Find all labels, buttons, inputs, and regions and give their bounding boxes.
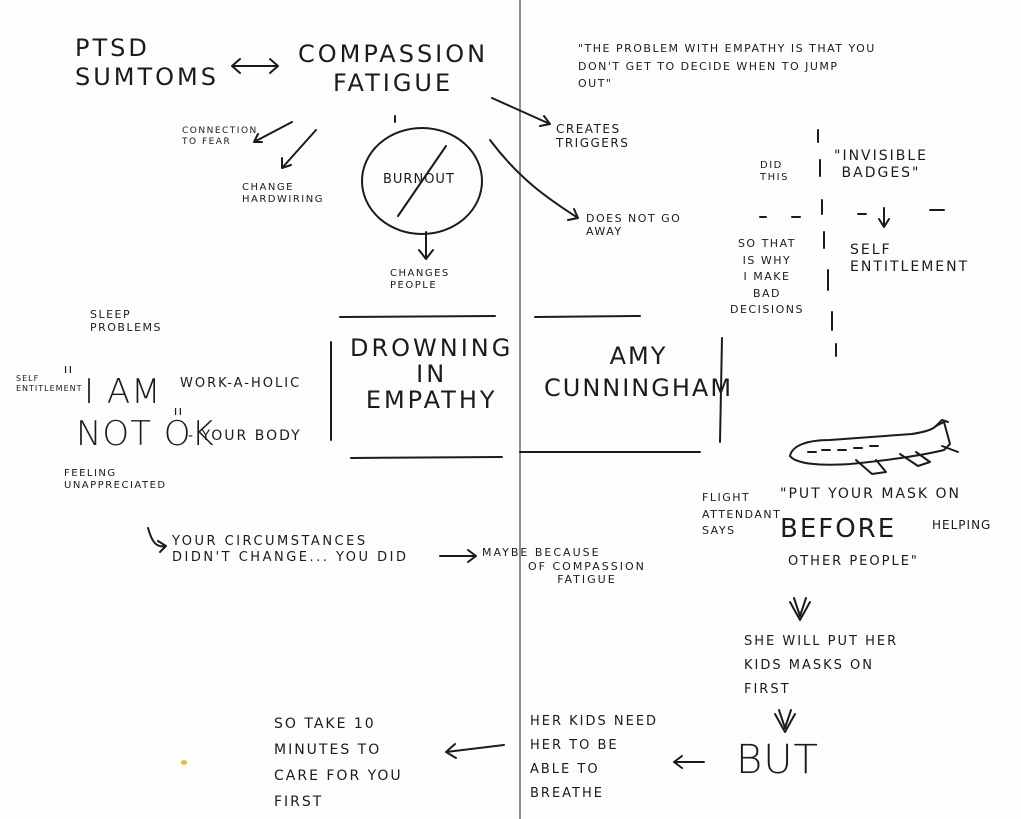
double-arrow-icon	[231, 58, 279, 74]
work-a-holic-label: WORK-A-HOLIC	[180, 376, 302, 391]
does-not-go-away-label: DOES NOT GO AWAY	[586, 212, 682, 239]
self-entitlement-left-label: SELF ENTITLEMENT	[16, 374, 83, 393]
her-kids-label: HER KIDS NEED HER TO BE ABLE TO BREATHE	[530, 714, 659, 802]
quote-close-mark: "	[172, 404, 185, 434]
other-people-label: OTHER PEOPLE"	[788, 554, 919, 569]
feeling-unappreciated-label: FEELING UNAPPRECIATED	[64, 468, 167, 491]
flight-attendant-label: FLIGHT ATTENDANT SAYS	[702, 491, 782, 537]
title-box-bottom-line	[350, 451, 701, 459]
arrow-so-take-icon	[445, 743, 505, 759]
sleep-problems-label: SLEEP PROBLEMS	[90, 308, 163, 335]
before-label: BEFORE	[780, 514, 897, 544]
drowning-in-empathy-title: DROWNING IN EMPATHY	[350, 334, 514, 414]
author-name: AMY CUNNINGHAM	[544, 342, 734, 403]
arrow-maybe-because-icon	[439, 549, 477, 563]
helping-label: HELPING	[932, 518, 992, 532]
but-label: BUT	[736, 737, 819, 783]
burnout-label: BURNOUT	[383, 172, 455, 187]
arrow-self-entitlement-icon	[878, 207, 890, 228]
connection-to-fear-label: CONNECTION TO FEAR	[182, 126, 258, 147]
change-hardwiring-label: CHANGE HARDWIRING	[242, 182, 324, 205]
i-am-label: I AM	[84, 372, 162, 412]
she-will-label: SHE WILL PUT HER KIDS MASKS ON FIRST	[744, 634, 899, 698]
title-box-right-line	[719, 337, 723, 443]
did-this-label: DID THIS	[760, 160, 789, 183]
changes-people-label: CHANGES PEOPLE	[390, 268, 450, 291]
airplane-icon	[789, 419, 959, 475]
circumstances-label: YOUR CIRCUMSTANCES DIDN'T CHANGE... YOU …	[172, 534, 409, 565]
of-compassion-fatigue-label: OF COMPASSION FATIGUE	[528, 560, 646, 587]
not-ok-label: NOT OK	[76, 414, 215, 454]
paper-stain	[181, 760, 187, 765]
burnout-circle-icon	[361, 127, 483, 235]
page-gutter	[519, 0, 521, 819]
empathy-quote: "THE PROBLEM WITH EMPATHY IS THAT YOU DO…	[578, 42, 876, 91]
arrow-does-not-go-away-icon	[489, 139, 579, 221]
burnout-slash-icon	[397, 145, 447, 217]
so-that-label: SO THAT IS WHY I MAKE BAD DECISIONS	[730, 237, 804, 316]
put-your-mask-label: "PUT YOUR MASK ON	[780, 486, 962, 502]
title-box-top-line	[339, 315, 641, 318]
invisible-badges-label: "INVISIBLE BADGES"	[834, 148, 929, 181]
arrow-circumstances-icon	[147, 527, 167, 553]
arrow-her-kids-icon	[673, 755, 705, 769]
creates-triggers-label: CREATES TRIGGERS	[556, 122, 630, 151]
arrow-changes-people-icon	[418, 231, 434, 260]
maybe-because-label: MAYBE BECAUSE	[482, 546, 601, 559]
arrow-hardwiring-icon	[281, 129, 317, 169]
dashed-divider-line	[817, 129, 837, 357]
arrow-but-icon	[774, 709, 796, 733]
arrow-triggers-icon	[491, 97, 551, 127]
compassion-fatigue-label: COMPASSION FATIGUE	[298, 40, 489, 97]
self-entitlement-right-label: SELF ENTITLEMENT	[850, 242, 970, 275]
arrow-connection-fear-icon	[253, 121, 293, 143]
your-body-label: - YOUR BODY	[188, 428, 302, 444]
ptsd-symptoms-label: PTSD SUMTOMS	[75, 34, 219, 91]
so-take-label: SO TAKE 10 MINUTES TO CARE FOR YOU FIRST	[274, 716, 403, 810]
arrow-she-will-icon	[789, 597, 811, 621]
quote-open-mark: "	[62, 362, 75, 392]
